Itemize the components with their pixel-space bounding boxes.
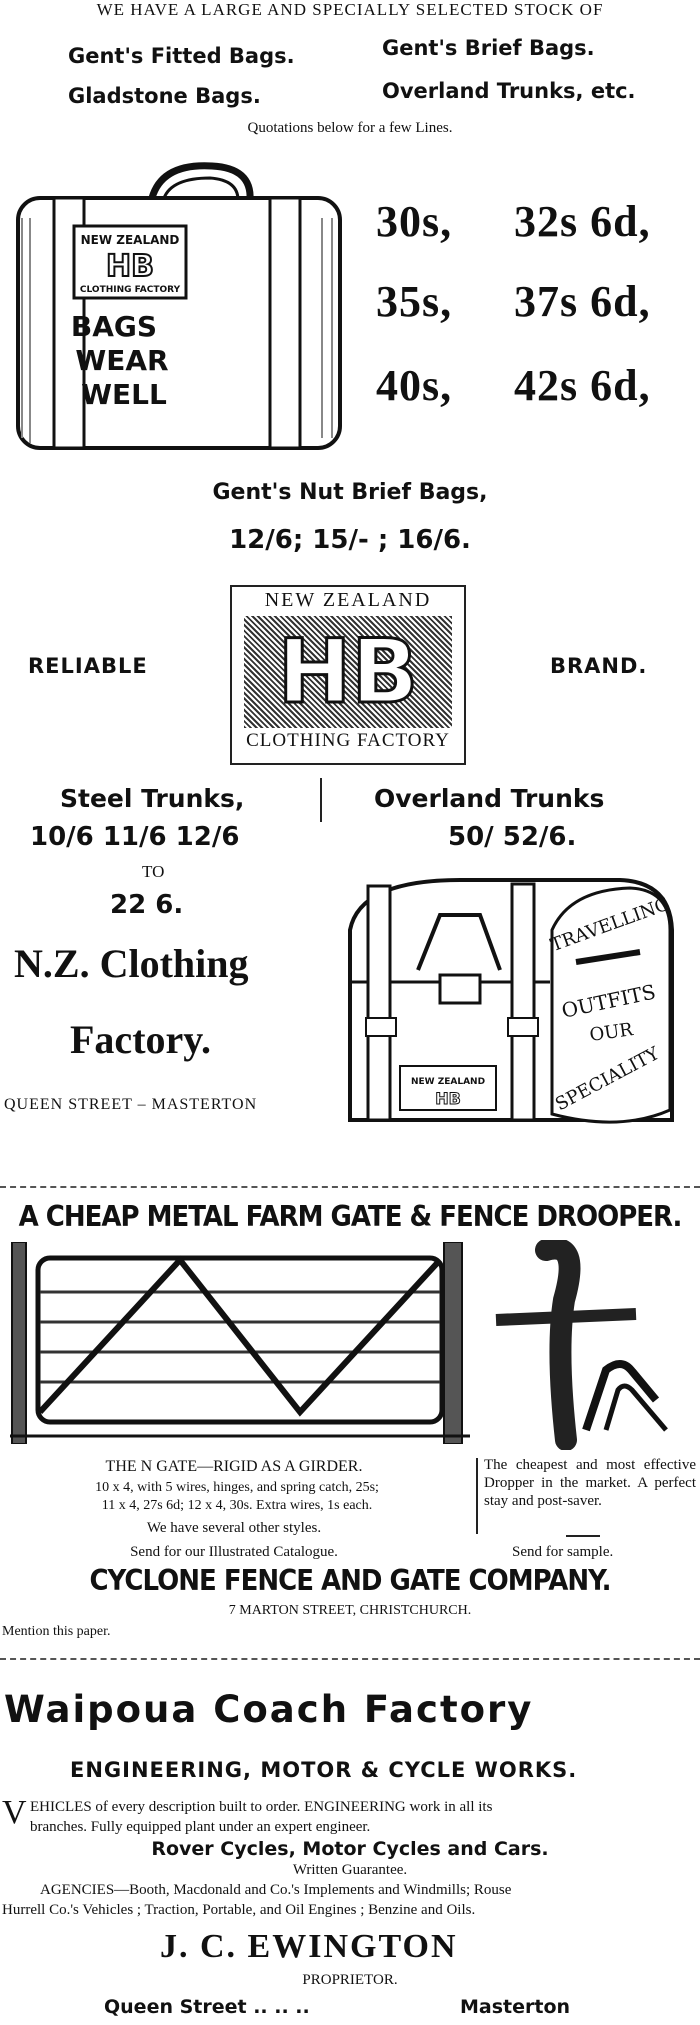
steel-trunks-max: 22 6. (110, 890, 184, 920)
logo-bottom-text: CLOTHING FACTORY (246, 730, 450, 751)
stock-intro: WE HAVE A LARGE AND SPECIALLY SELECTED S… (96, 0, 604, 19)
gate-other-styles: We have several other styles. (146, 1520, 322, 1536)
steel-trunks-title: Steel Trunks, (60, 784, 245, 813)
gate-desc-2: 11 x 4, 27s 6d; 12 x 4, 30s. Extra wires… (101, 1498, 373, 1513)
mention-paper: Mention this paper. (2, 1624, 111, 1639)
rover-cycles: Rover Cycles, Motor Cycles and Cars. (151, 1838, 549, 1860)
cyclone-address: 7 MARTON STREET, CHRISTCHURCH. (228, 1603, 472, 1618)
cyclone-company: CYCLONE FENCE AND GATE COMPANY. (89, 1564, 611, 1598)
steel-trunks-prices: 10/6 11/6 12/6 (30, 822, 240, 852)
company-name-line1: N.Z. Clothing (14, 941, 249, 986)
bag-slogan-1: BAGS (71, 310, 157, 343)
written-guarantee: Written Guarantee. (292, 1862, 408, 1878)
logo-hb-mark: HB (276, 620, 420, 723)
item-overland-trunks: Overland Trunks, etc. (382, 79, 636, 103)
hb-brand-logo: NEW ZEALAND HB CLOTHING FACTORY (230, 585, 466, 765)
dropper-sample: Send for sample. (512, 1544, 614, 1560)
svg-text:NEW ZEALAND: NEW ZEALAND (411, 1077, 485, 1087)
nut-brief-prices: 12/6; 15/- ; 16/6. (229, 525, 471, 555)
dropper-description: The cheapest and most effective Dropper … (484, 1457, 696, 1509)
logo-hatched-panel: HB (244, 616, 452, 728)
agencies-line-1: AGENCIES—Booth, Macdonald and Co.'s Impl… (40, 1882, 512, 1898)
gate-title: THE N GATE—RIGID AS A GIRDER. (105, 1458, 363, 1475)
item-gladstone-bags: Gladstone Bags. (68, 84, 261, 108)
price-35s: 35s, (376, 277, 453, 326)
bag-label-bottom: CLOTHING FACTORY (80, 285, 181, 295)
overland-trunks-title: Overland Trunks (374, 784, 605, 813)
farm-gate-illustration (10, 1241, 470, 1445)
quotations-note: Quotations below for a few Lines. (247, 120, 453, 136)
travelling-trunk-illustration: NEW ZEALAND HB TRAVELLING OUTFITS OUR SP… (340, 870, 680, 1132)
gate-desc-1: 10 x 4, with 5 wires, hinges, and spring… (95, 1480, 379, 1495)
price-40s: 40s, (376, 361, 453, 410)
logo-top-text: NEW ZEALAND (264, 589, 432, 611)
bag-slogan-2: WEAR (75, 344, 168, 377)
ad-divider-2 (0, 1658, 700, 1660)
overland-trunks-prices: 50/ 52/6. (448, 822, 577, 852)
item-fitted-bags: Gent's Fitted Bags. (68, 44, 295, 68)
footer-street: Queen Street .. .. .. (104, 1996, 310, 2018)
ad-divider-1 (0, 1186, 700, 1188)
waipoua-para-1: EHICLES of every description built to or… (30, 1799, 493, 1815)
svg-text:HB: HB (106, 249, 154, 284)
price-32s6d: 32s 6d, (514, 197, 651, 246)
gate-headline: A CHEAP METAL FARM GATE & FENCE DROOPER. (18, 1200, 683, 1234)
price-42s6d: 42s 6d, (514, 361, 651, 410)
waipoua-para-2: branches. Fully equipped plant under an … (30, 1819, 371, 1835)
agencies-line-2: Hurrell Co.'s Vehicles ; Traction, Porta… (2, 1902, 476, 1918)
brand-word: BRAND. (550, 654, 648, 678)
proprietor-label: PROPRIETOR. (302, 1972, 398, 1988)
company-name-line2: Factory. (70, 1017, 212, 1062)
gate-column-divider (476, 1458, 478, 1534)
fence-dropper-illustration (486, 1237, 676, 1451)
svg-text:HB: HB (435, 1089, 461, 1108)
price-30s: 30s, (376, 197, 453, 246)
gladstone-bag-illustration: NEW ZEALAND HB CLOTHING FACTORY BAGS WEA… (12, 158, 348, 458)
reliable-word: RELIABLE (28, 654, 148, 678)
bag-label-top: NEW ZEALAND (81, 233, 180, 247)
gate-catalogue: Send for our Illustrated Catalogue. (130, 1544, 338, 1560)
waipoua-title: Waipoua Coach Factory (4, 1688, 534, 1731)
company-address: QUEEN STREET – MASTERTON (4, 1096, 258, 1113)
waipoua-subtitle: ENGINEERING, MOTOR & CYCLE WORKS. (70, 1758, 578, 1782)
price-37s6d: 37s 6d, (514, 277, 651, 326)
nut-brief-title: Gent's Nut Brief Bags, (212, 480, 488, 505)
dropper-rule (566, 1535, 600, 1537)
bag-slogan-3: WELL (81, 378, 167, 411)
footer-town: Masterton (460, 1996, 571, 2018)
steel-trunks-to: TO (142, 862, 165, 881)
drop-cap-v: V (2, 1794, 27, 1831)
item-brief-bags: Gent's Brief Bags. (382, 36, 595, 60)
trunks-divider (320, 778, 322, 822)
proprietor-name: J. C. EWINGTON (160, 1928, 458, 1965)
